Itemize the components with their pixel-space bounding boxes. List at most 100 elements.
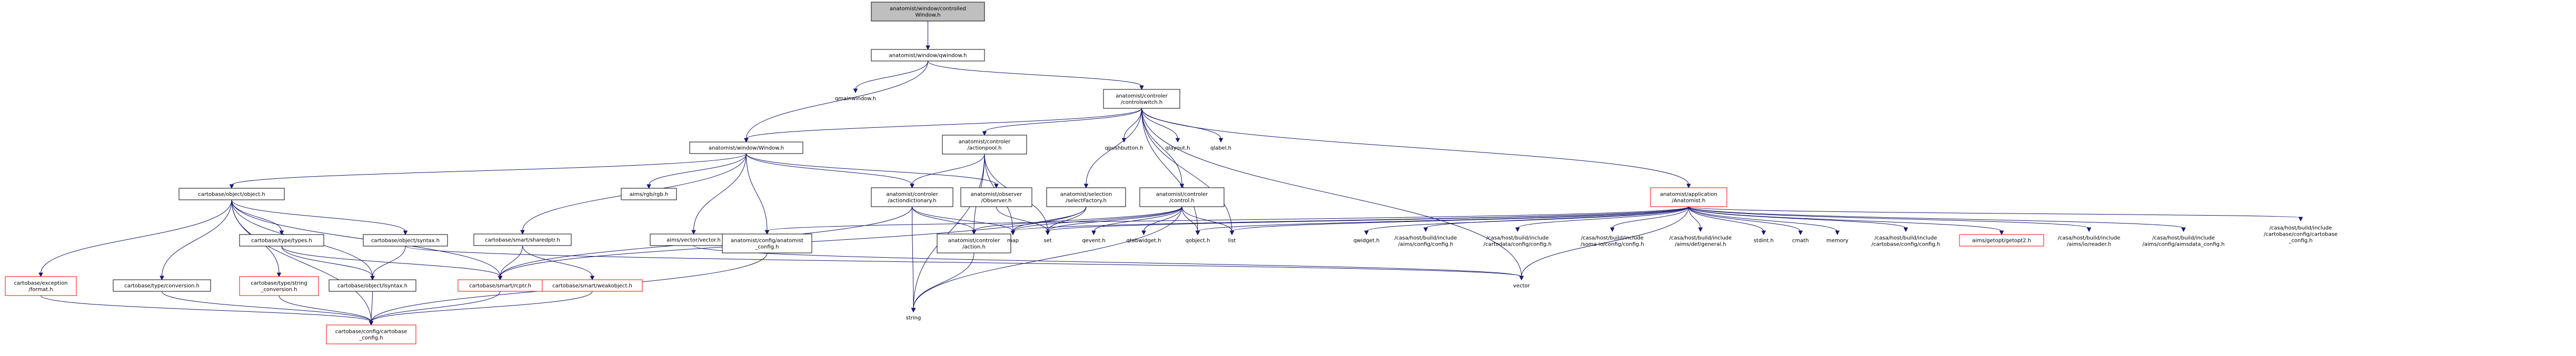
edge-arrowhead (1179, 184, 1185, 189)
edge-n9-n34 (1688, 206, 1908, 232)
edge-line (1181, 206, 1232, 232)
node-aims-rgb-rgb-h[interactable]: aims/rgb/rgb.h (621, 188, 677, 200)
edge-line (371, 291, 593, 322)
edge-arrowhead (1835, 230, 1840, 236)
node-anatomist-controler-actiondictionary-h[interactable]: anatomist/controler/actiondictionary.h (871, 187, 953, 207)
node-qmainwindow-h: qmainwindow.h (835, 96, 876, 102)
node-anatomist-application-anatomist-h[interactable]: anatomist/application/Anatomist.h (1650, 187, 1727, 207)
node-aims-getopt-getopt2-h[interactable]: aims/getopt/getopt2.h (1959, 234, 2044, 247)
edge-arrowhead (370, 276, 375, 281)
node-cartobase-smart-rcptr-h[interactable]: cartobase/smart/rcptr.h (457, 279, 543, 292)
edge-arrowhead (1083, 184, 1089, 189)
node-qtabwidget-h: qtabwidget.h (1127, 238, 1161, 244)
node-cmath: cmath (1792, 238, 1809, 244)
edge-line (913, 206, 1182, 309)
edge-arrowhead (2298, 217, 2303, 222)
edge-n42-n44 (281, 246, 375, 281)
edge-n9-n25 (1229, 206, 1689, 236)
edge-n17-n48 (693, 245, 1524, 281)
node-cartobase-type-conversion-h[interactable]: cartobase/type/conversion.h (113, 279, 211, 292)
edge-line (371, 291, 373, 322)
node-label-line: /Observer.h (981, 198, 1012, 204)
edge-line (996, 206, 1048, 232)
node-label-line: Window.h (915, 13, 940, 18)
node-cartobase-type-string-conversion-h[interactable]: cartobase/type/string_conversion.h (239, 276, 319, 296)
edge-n12-n47 (911, 206, 916, 313)
node-label-line: /cartobase/config/config.h (1872, 242, 1940, 248)
node-label-line: /action.h (962, 245, 986, 250)
node-anatomist-observer-observer-h[interactable]: anatomist/observer/Observer.h (960, 187, 1032, 207)
edge-arrowhead (1139, 85, 1144, 90)
edge-line (1197, 206, 1689, 232)
edge-n15-n23 (1141, 206, 1182, 236)
node-cartobase-type-types-h[interactable]: cartobase/type/types.h (239, 234, 324, 247)
node-label-line: /actionpool.h (967, 146, 1001, 151)
edge-n3-n7 (1141, 108, 1180, 143)
edge-line (973, 206, 1182, 231)
edge-arrowhead (1761, 230, 1766, 236)
edge-n3-n4 (744, 108, 1142, 143)
edge-n9-n28 (1515, 206, 1689, 232)
edge-line (1047, 206, 1087, 232)
node-cartobase-object-object-h[interactable]: cartobase/object/object.h (178, 188, 285, 200)
node-label-line: _config.h (2288, 238, 2312, 244)
node-label-line: /cartobase/config/cartobase (2264, 232, 2338, 238)
edge-line (912, 206, 1013, 232)
node-label-line: aims/getopt/getopt2.h (1972, 238, 2031, 244)
edge-arrowhead (1175, 138, 1180, 143)
edge-arrowhead (38, 272, 43, 278)
node-cartobase-object-syntax-h[interactable]: cartobase/object/syntax.h (363, 234, 448, 247)
node-cartobase-smart-weakobject-h[interactable]: cartobase/smart/weakobject.h (542, 279, 643, 292)
node-cartobase-object-lsyntax-h[interactable]: cartobase/object/lsyntax.h (329, 279, 416, 292)
node-cartobase-smart-sharedptr-h[interactable]: cartobase/smart/sharedptr.h (473, 233, 572, 246)
node-anatomist-window-window-h[interactable]: anatomist/window/Window.h (689, 141, 803, 154)
node-label-line: memory (1826, 238, 1848, 244)
edge-n9-n29 (1610, 206, 1689, 232)
node-cartobase-config-cartobase-config-h[interactable]: cartobase/config/cartobase_config.h (326, 324, 416, 344)
node-anatomist-controler-action-h[interactable]: anatomist/controler/action.h (937, 233, 1011, 253)
edge-arrowhead (1903, 227, 1908, 232)
edge-line (1047, 206, 1689, 232)
node-box (960, 187, 1032, 207)
node-label-line: vector (1513, 283, 1530, 289)
edge-arrowhead (1141, 230, 1146, 236)
node-qwidget-h: qwidget.h (1354, 238, 1380, 244)
node-label-line: /aims/config/aimsdata_config.h (2142, 242, 2224, 248)
edge-line (746, 153, 912, 185)
edge-n15-n20 (1010, 206, 1182, 236)
node-casa-host-build-include-aims-config-aimsdata-config-h: /casa/host/build/include/aims/config/aim… (2142, 236, 2224, 248)
edge-line (1141, 108, 1198, 232)
node-label-line: qevent.h (1082, 238, 1105, 244)
node-label-line: /aims/def/general.h (1675, 242, 1726, 248)
edge-n43-n48 (405, 246, 1524, 281)
edge-arrowhead (910, 184, 914, 189)
node-label-line: qlabel.h (1210, 146, 1231, 151)
node-cartobase-exception-format-h[interactable]: cartobase/exception/format.h (5, 276, 77, 296)
node-label-line: cartobase/object/syntax.h (371, 238, 440, 244)
edge-n9-n36 (1688, 206, 2092, 232)
edge-arrowhead (982, 131, 987, 136)
node-label-line: qwidget.h (1354, 238, 1380, 244)
edge-line (693, 153, 747, 231)
node-anatomist-controler-control-h[interactable]: anatomist/controler/control.h (1139, 187, 1225, 207)
node-box (326, 324, 416, 344)
node-label-line: _config.h (359, 335, 383, 341)
node-casa-host-build-include-cartobase-config-cartobase-config-h: /casa/host/build/include/cartobase/confi… (2264, 226, 2338, 244)
edge-line (231, 199, 282, 232)
node-label-line: _conversion.h (260, 287, 297, 293)
node-qobject-h: qobject.h (1186, 238, 1210, 244)
edge-n3-n5 (982, 108, 1142, 136)
node-box (621, 188, 677, 200)
node-box (542, 279, 643, 292)
node-anatomist-config-anatomist-config-h[interactable]: anatomist/config/anatomist_config.h (722, 233, 812, 253)
node-label-line: /casa/host/build/include (2270, 226, 2332, 231)
edge-n46-n49 (369, 291, 593, 326)
node-box (689, 141, 803, 154)
edge-line (1688, 206, 1764, 232)
node-anatomist-window-qwindow-h[interactable]: anatomist/window/qwindow.h (871, 49, 985, 62)
node-anatomist-controler-controlswitch-h[interactable]: anatomist/controler/controlswitch.h (1103, 89, 1180, 109)
node-qlayout-h: qlayout.h (1165, 146, 1190, 151)
node-anatomist-controler-actionpool-h[interactable]: anatomist/controler/actionpool.h (942, 135, 1027, 155)
edge-arrowhead (764, 230, 770, 235)
node-anatomist-selection-selectfactory-h[interactable]: anatomist/selection/selectFactory.h (1046, 187, 1126, 207)
